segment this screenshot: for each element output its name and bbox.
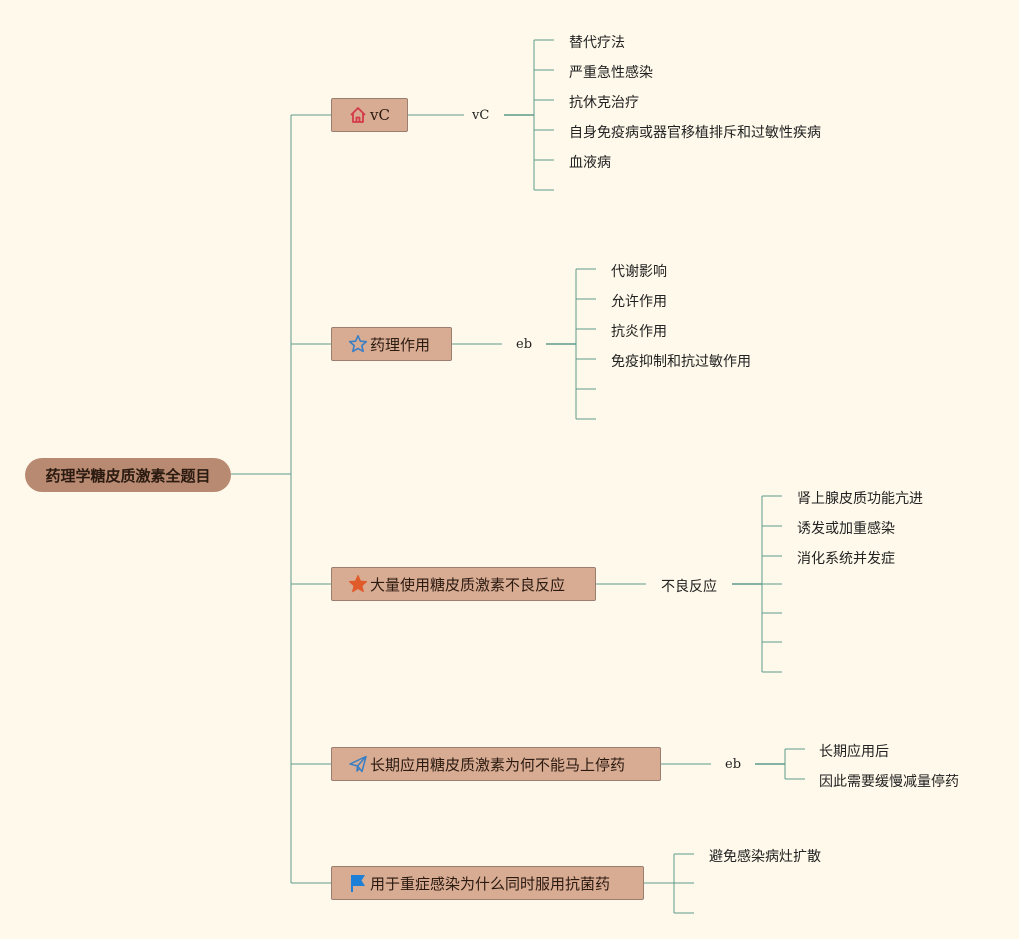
leaf-1-4[interactable]: 自身免疫病或器官移植排斥和过敏性疾病 — [569, 125, 821, 141]
leaf-1-3[interactable]: 抗休克治疗 — [569, 95, 639, 111]
topic-label: vC — [370, 106, 390, 124]
subtopic-2[interactable]: eb — [516, 337, 533, 352]
leaf-3-2[interactable]: 诱发或加重感染 — [797, 521, 895, 537]
leaf-3-3[interactable]: 消化系统并发症 — [797, 551, 895, 567]
leaf-4-2[interactable]: 因此需要缓慢减量停药 — [819, 774, 959, 790]
topic-label: 用于重症感染为什么同时服用抗菌药 — [370, 874, 611, 893]
topic-label: 长期应用糖皮质激素为何不能马上停药 — [370, 755, 626, 774]
leaf-5-1[interactable]: 避免感染病灶扩散 — [709, 849, 821, 865]
flag-icon — [348, 873, 368, 893]
subtopic-4[interactable]: eb — [725, 757, 742, 772]
topic-branch-3[interactable]: 大量使用糖皮质激素不良反应 — [331, 567, 596, 601]
subtopic-1[interactable]: vC — [472, 108, 490, 123]
star-outline-icon — [348, 334, 368, 354]
leaf-2-4[interactable]: 免疫抑制和抗过敏作用 — [611, 354, 751, 370]
root-topic-label: 药理学糖皮质激素全题目 — [45, 466, 211, 485]
leaf-2-3[interactable]: 抗炎作用 — [611, 324, 667, 340]
leaf-2-1[interactable]: 代谢影响 — [611, 264, 667, 280]
topic-branch-5[interactable]: 用于重症感染为什么同时服用抗菌药 — [331, 866, 644, 900]
root-topic[interactable]: 药理学糖皮质激素全题目 — [25, 458, 231, 492]
topic-branch-4[interactable]: 长期应用糖皮质激素为何不能马上停药 — [331, 747, 661, 781]
star-filled-icon — [348, 574, 368, 594]
leaf-1-5[interactable]: 血液病 — [569, 155, 611, 171]
home-icon — [348, 105, 368, 125]
leaf-2-2[interactable]: 允许作用 — [611, 294, 667, 310]
topic-branch-1[interactable]: vC — [331, 98, 408, 132]
leaf-1-2[interactable]: 严重急性感染 — [569, 65, 653, 81]
leaf-4-1[interactable]: 长期应用后 — [819, 744, 889, 760]
leaf-1-1[interactable]: 替代疗法 — [569, 35, 625, 51]
leaf-3-1[interactable]: 肾上腺皮质功能亢进 — [797, 491, 923, 507]
topic-branch-2[interactable]: 药理作用 — [331, 327, 452, 361]
topic-label: 大量使用糖皮质激素不良反应 — [370, 575, 566, 594]
topic-label: 药理作用 — [370, 335, 431, 354]
subtopic-3[interactable]: 不良反应 — [661, 579, 717, 595]
paper-plane-icon — [348, 754, 368, 774]
